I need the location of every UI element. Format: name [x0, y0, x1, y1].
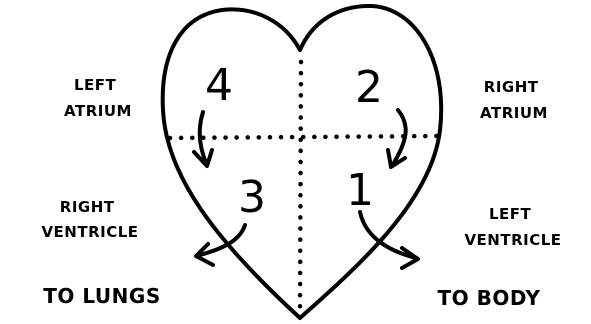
- horizontal-divider: [170, 136, 437, 138]
- label-left-ventricle: LEFT VENTRICLE: [464, 205, 561, 249]
- label-to-body: TO BODY: [438, 286, 541, 310]
- label-left-atrium: LEFT ATRIUM: [64, 76, 132, 120]
- chamber-number-2: 2: [355, 62, 383, 113]
- chamber-number-4: 4: [205, 60, 233, 111]
- vertical-divider: [300, 62, 301, 312]
- chamber-number-3: 3: [238, 172, 266, 223]
- label-right-atrium: RIGHT ATRIUM: [480, 78, 548, 122]
- label-right-ventricle: RIGHT VENTRICLE: [41, 198, 138, 241]
- label-to-lungs: TO LUNGS: [43, 284, 160, 308]
- chamber-number-1: 1: [346, 165, 374, 216]
